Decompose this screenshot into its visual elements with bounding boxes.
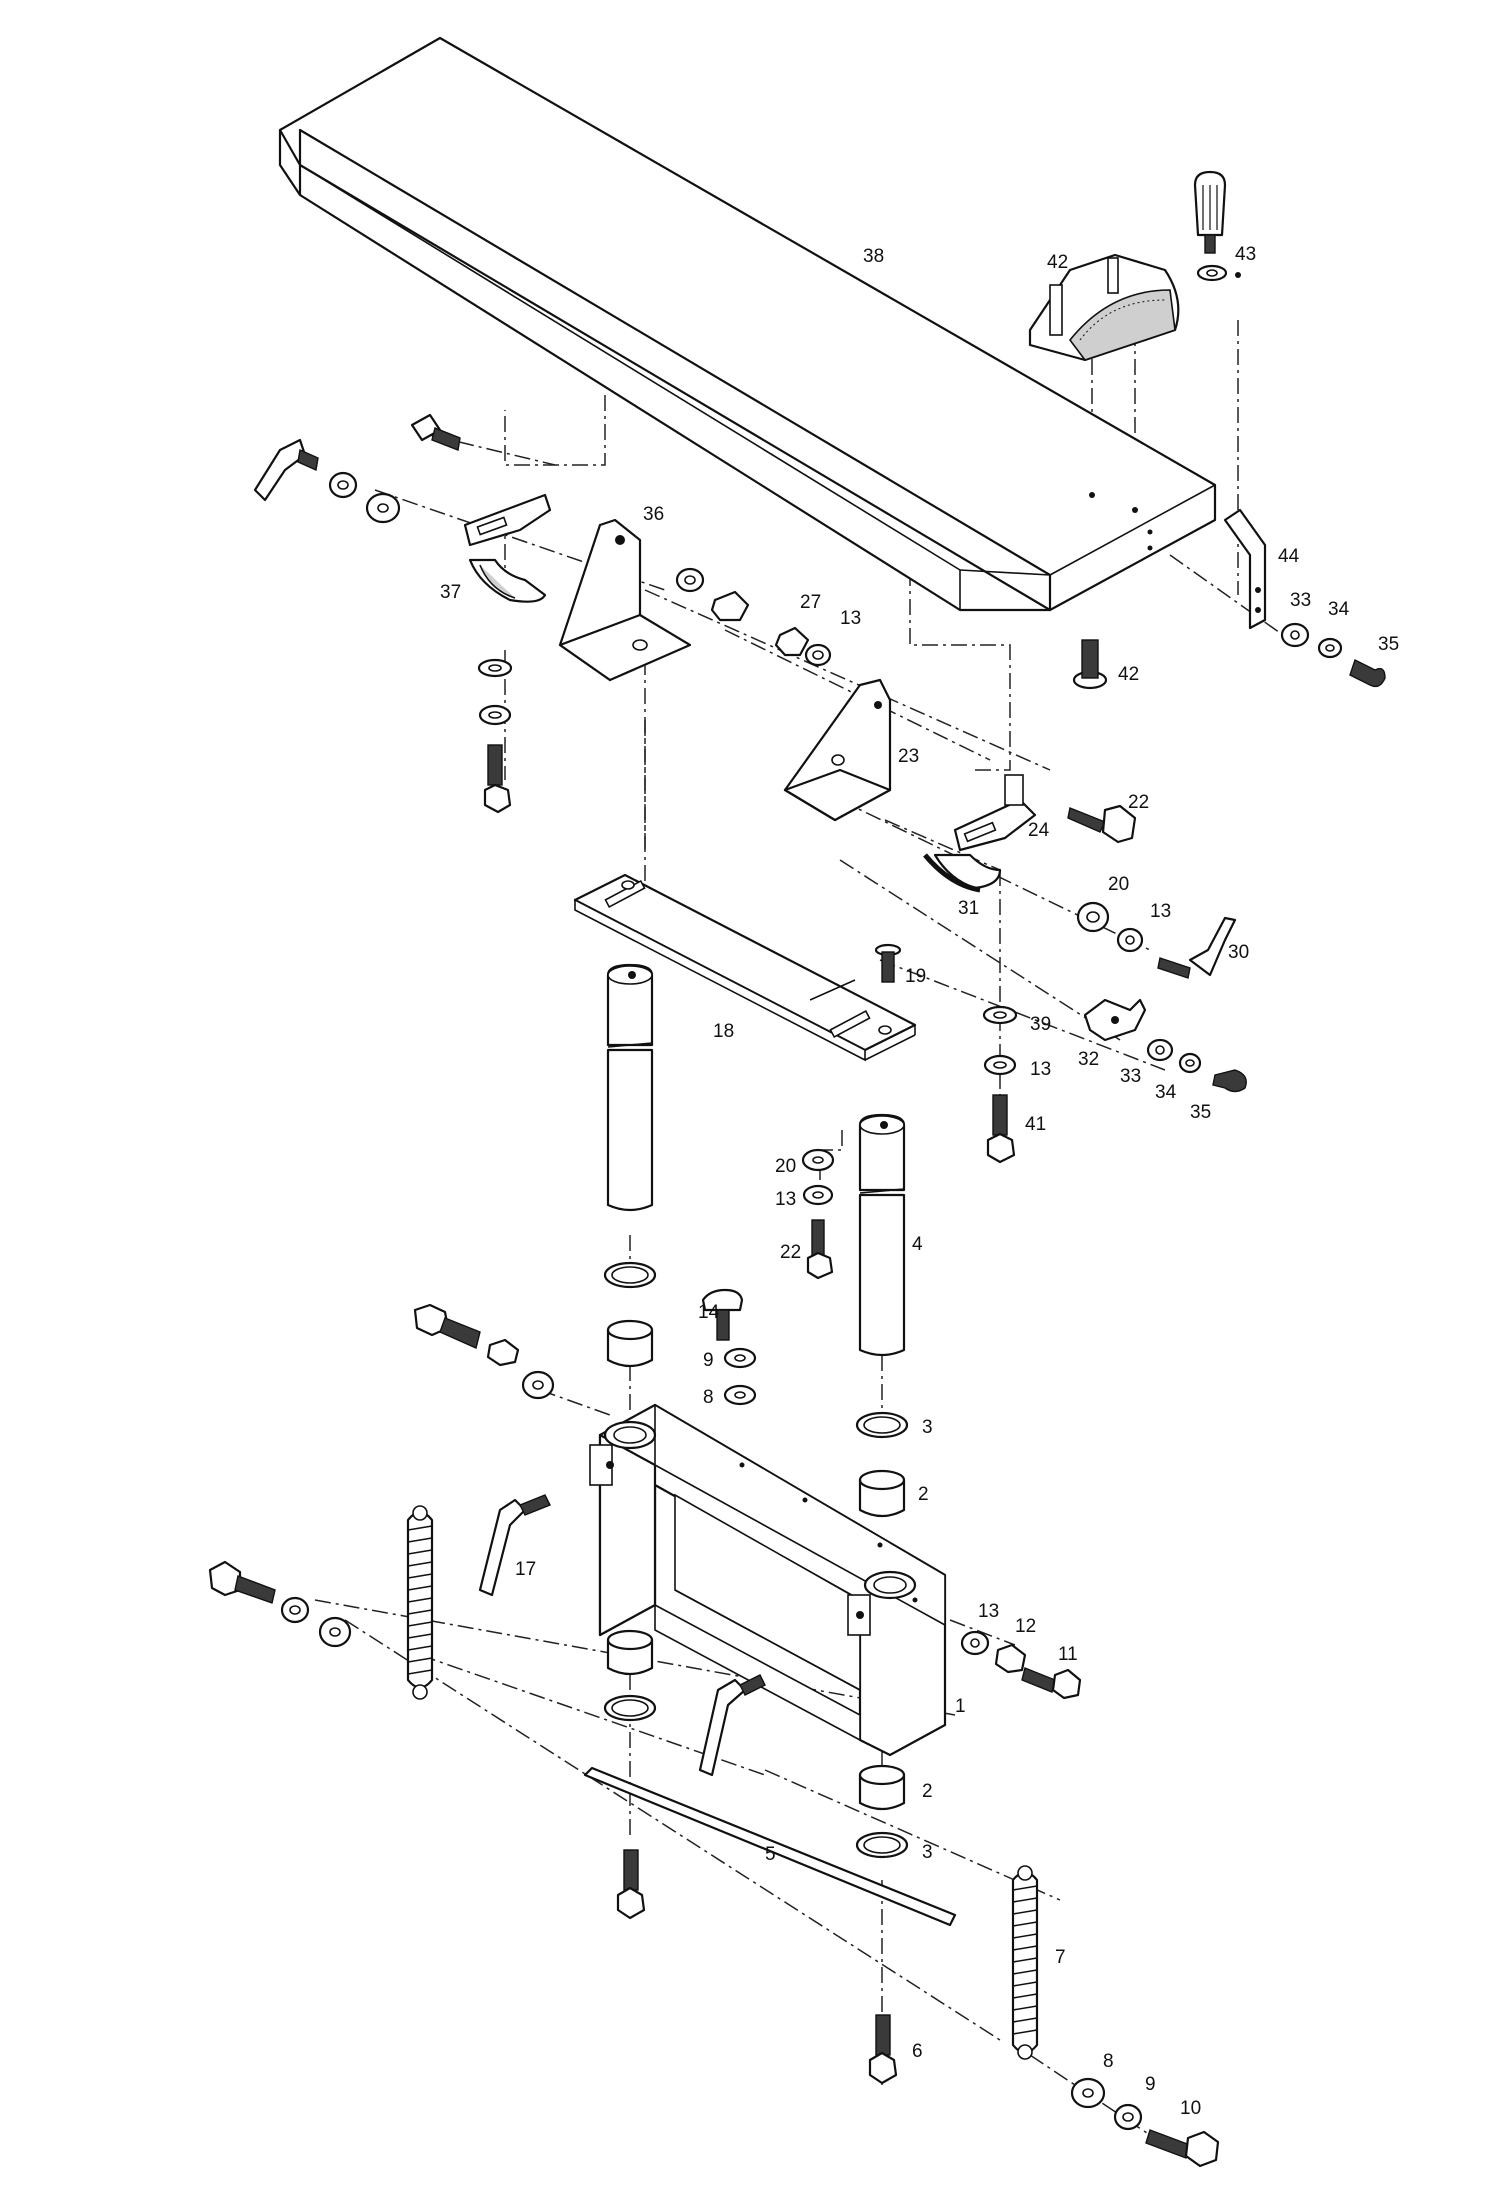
callout-20-upper: 20 (1108, 874, 1129, 895)
callout-6: 6 (912, 2041, 923, 2062)
callout-4: 4 (912, 1234, 923, 1255)
callout-17: 17 (515, 1559, 536, 1580)
angle-protractor (1028, 253, 1241, 362)
callout-30: 30 (1228, 942, 1249, 963)
left-tilt-bracket (463, 493, 552, 603)
callout-42-protractor: 42 (1047, 252, 1068, 273)
callout-31: 31 (958, 898, 979, 919)
callout-13-mid: 13 (1150, 901, 1171, 922)
fence-plate (278, 36, 1217, 612)
callout-12: 12 (1015, 1616, 1036, 1637)
left-lower-bushings (603, 1629, 657, 1722)
callout-22-center: 22 (780, 1242, 801, 1263)
callout-7: 7 (1055, 1947, 1066, 1968)
center-bolt-stack (801, 1148, 835, 1280)
left-support-post (606, 963, 654, 1212)
carriage-bolt (1072, 639, 1108, 690)
callout-20-center: 20 (775, 1156, 796, 1177)
callout-42-bolt: 42 (1118, 664, 1139, 685)
callout-36: 36 (643, 504, 664, 525)
clamp-lever-left (478, 1494, 551, 1597)
small-bracket (1083, 998, 1147, 1042)
washer-lock-screw-set-upper (1280, 622, 1386, 688)
callout-39: 39 (1030, 1014, 1051, 1035)
clamp-lever-lower (698, 1674, 766, 1777)
callout-13-upper: 13 (840, 608, 861, 629)
callout-3-lower: 3 (922, 1842, 933, 1863)
callout-19: 19 (905, 966, 926, 987)
left-side-bolt-nut-washer (413, 1303, 555, 1400)
right-extension-spring (1011, 1865, 1039, 2060)
callout-1: 1 (955, 1696, 966, 1717)
rear-bracket (1223, 508, 1267, 630)
callout-37: 37 (440, 582, 461, 603)
callout-41: 41 (1025, 1114, 1046, 1135)
callout-2-upper: 2 (918, 1484, 929, 1505)
left-upper-bushings (603, 1261, 657, 1368)
right-angle-bracket (783, 678, 892, 822)
right-tilt-bracket (933, 774, 1037, 890)
right-support-post (858, 1113, 906, 1357)
lower-right-bolt (868, 2014, 898, 2085)
callout-44: 44 (1278, 546, 1300, 567)
flat-head-screw (874, 943, 902, 983)
callout-8-center: 8 (703, 1387, 714, 1408)
curved-scale-strip (923, 853, 981, 893)
callout-3-upper: 3 (922, 1417, 933, 1438)
callout-18: 18 (713, 1021, 734, 1042)
left-extension-spring (406, 1505, 434, 1700)
left-spring-anchor-fasteners (208, 1560, 352, 1648)
callout-34-lower: 34 (1155, 1082, 1177, 1103)
angle-bracket (558, 518, 692, 682)
right-clamp-assembly (1076, 901, 1237, 979)
right-bolt-stack (982, 1005, 1018, 1164)
callout-10: 10 (1180, 2098, 1201, 2119)
callout-34-upper: 34 (1328, 599, 1350, 620)
callout-24: 24 (1028, 820, 1050, 841)
callout-27: 27 (800, 592, 821, 613)
callout-13-right: 13 (1030, 1059, 1051, 1080)
center-screw-washers (701, 1288, 757, 1406)
left-lower-fasteners (477, 658, 513, 814)
callout-labels: 38 42 43 44 33 34 35 42 36 37 27 13 23 2… (440, 244, 1399, 2119)
callout-32: 32 (1078, 1049, 1099, 1070)
callout-8-bottom: 8 (1103, 2051, 1114, 2072)
callout-11: 11 (1058, 1644, 1078, 1665)
callout-2-lower: 2 (922, 1781, 933, 1802)
callout-33-lower: 33 (1120, 1066, 1141, 1087)
callout-9-bottom: 9 (1145, 2074, 1156, 2095)
base-frame (589, 1403, 947, 1757)
bracket-nuts (675, 567, 832, 667)
callout-23: 23 (898, 746, 919, 767)
lower-left-bolt (616, 1849, 646, 1920)
callout-35-lower: 35 (1190, 1102, 1211, 1123)
bottom-right-washer-bolt (1070, 2077, 1220, 2168)
callout-9-center: 9 (703, 1350, 714, 1371)
callout-22-upper: 22 (1128, 792, 1149, 813)
right-lower-bushings (855, 1764, 909, 1859)
left-clamp-lever (253, 413, 461, 524)
washer-lock-screw-set-lower (1146, 1038, 1247, 1093)
callout-5: 5 (765, 1844, 776, 1865)
right-side-washer-nut-bolt (960, 1630, 1082, 1700)
locking-knob (1193, 170, 1228, 282)
callout-33-upper: 33 (1290, 590, 1311, 611)
callout-35-upper: 35 (1378, 634, 1399, 655)
right-upper-bushings (855, 1411, 909, 1518)
callout-43: 43 (1235, 244, 1256, 265)
callout-13-base: 13 (978, 1601, 999, 1622)
bolt-upper-right (1067, 804, 1137, 844)
callout-13-center: 13 (775, 1189, 796, 1210)
callout-38: 38 (863, 246, 884, 267)
callout-14: 14 (698, 1302, 720, 1323)
connecting-rod (583, 1766, 957, 1927)
slide-plate (573, 873, 917, 1062)
